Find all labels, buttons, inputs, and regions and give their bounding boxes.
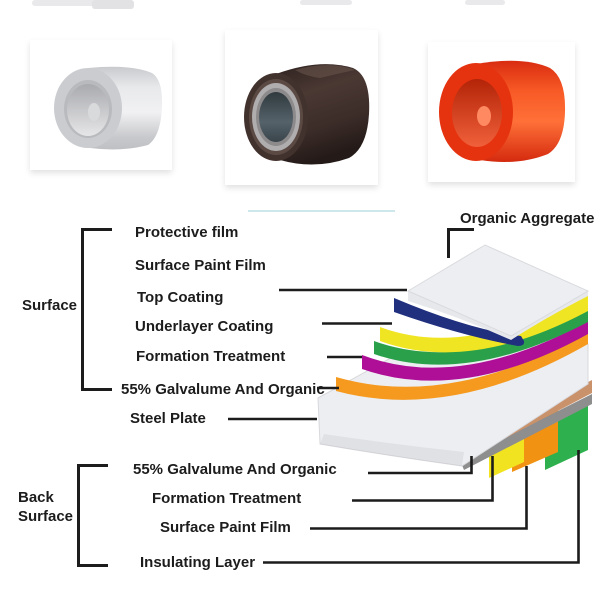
label-back-group-line1: Back [18,489,54,506]
dark-coil-illustration [244,64,370,165]
label-insulating-layer: Insulating Layer [140,554,256,571]
layer-underlayer-coating [374,310,588,365]
top-smudge [32,0,104,6]
red-coil-illustration [439,60,566,162]
layer-surface-paint-film [394,298,525,346]
coil-recess [452,79,502,147]
leader-back-paint-film [310,466,528,530]
label-organic-aggregate: Organic Aggregate [460,210,595,227]
label-underlayer-coating: Underlayer Coating [135,318,274,335]
gray-coil-illustration [54,66,163,150]
label-back-paint-film: Surface Paint Film [160,519,291,536]
label-steel-plate: Steel Plate [130,410,206,427]
organic-aggregate-pointer [447,228,474,258]
label-back-galvalume: 55% Galvalume And Organic [133,461,337,478]
back-group-bracket [77,464,108,567]
label-surface-paint-film: Surface Paint Film [135,257,266,274]
layer-galvalume [336,332,588,400]
label-protective-film: Protective film [135,224,239,241]
label-back-group-line2: Surface [18,508,74,525]
layer-protective-film-top [406,244,590,337]
coil-hole [259,92,293,142]
leader-back-galvalume [368,456,473,475]
label-galvalume: 55% Galvalume And Organic [121,381,325,398]
product-photo-gray-coil [30,40,172,170]
surface-group-bracket [81,228,112,391]
leader-back-formation [352,456,494,502]
coil-core [477,106,491,126]
top-smudge [300,0,352,5]
leader-insulating-layer [263,450,580,564]
label-formation-treatment: Formation Treatment [136,348,286,365]
label-top-coating: Top Coating [137,289,224,306]
product-photo-dark-coil [225,30,378,185]
layer-formation-treatment [362,321,588,381]
label-back-group: Back Surface [18,488,73,526]
label-surface-group: Surface [22,297,78,314]
coil-recess [67,84,109,136]
layer-top-coating [380,292,588,353]
product-photo-red-coil [428,42,575,182]
label-back-formation: Formation Treatment [152,490,302,507]
top-smudge [92,0,134,9]
steel-plate-shading [320,434,464,466]
layer-back-formation [460,394,592,470]
top-smudge [465,0,505,5]
coil-core [88,103,100,121]
coil-gloss [295,65,355,78]
